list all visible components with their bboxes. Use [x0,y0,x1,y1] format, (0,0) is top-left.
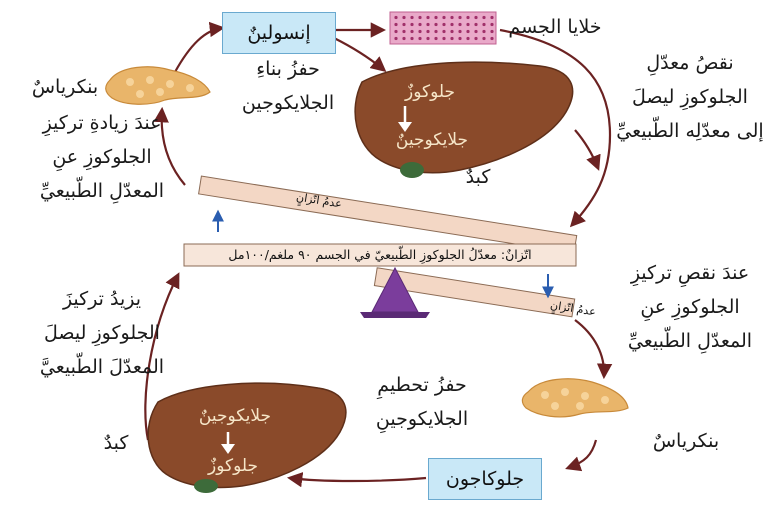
arrow-pancreas-to-glucagon [568,440,596,468]
decrease-condition-text: عندَ نقصِ تركيزِ الجلوكوزِ عنِ المعدّلِ … [600,256,780,358]
glucagon-box: جلوكاجون [428,458,542,500]
decrease-effect-line-2: الجلوكوزِ ليصلَ [600,80,780,114]
decrease-effect-line-3: إلى معدّلِه الطّبيعيِّ [600,114,780,148]
liver-top-caption: كبدٌ [448,160,508,194]
pancreas-top-image [106,67,210,104]
liver-top-line-1: جلوكوزٌ [380,82,480,102]
liver-bottom-image [148,383,346,493]
decrease-condition-line-2: الجلوكوزِ عنِ [600,290,780,324]
glycogen-break-line-2: الجلايكوجينِ [352,402,492,436]
arrow-liver-to-right [575,130,598,168]
increase-condition-line-1: عندَ زيادةِ تركيزِ [12,106,192,140]
increase-effect-line-3: المعدّلَ الطّبيعيَّ [12,350,192,384]
insulin-label: إنسولينٌ [247,22,310,44]
liver-bottom-caption: كبدٌ [86,426,146,460]
arrow-pancreas-to-insulin [175,28,222,72]
increase-effect-line-1: يزيدُ تركيزَ [12,282,192,316]
arrow-glucagon-to-liver [290,478,426,481]
glycogen-break-line-1: حفزُ تحطيمِ [352,368,492,402]
decrease-effect-text: نقصُ معدّلِ الجلوكوزِ ليصلَ إلى معدّلِه … [600,46,780,148]
balance-label: اتّزانٌ: معدّلُ الجلوكوزِ الطّبيعيّ في ا… [186,246,574,264]
increase-condition-text: عندَ زيادةِ تركيزِ الجلوكوزِ عنِ المعدّل… [12,106,192,208]
pancreas-top-label: بنكرياسٌ [20,70,110,104]
decrease-condition-line-1: عندَ نقصِ تركيزِ [600,256,780,290]
decrease-effect-line-1: نقصُ معدّلِ [600,46,780,80]
increase-effect-line-2: الجلوكوزِ ليصلَ [12,316,192,350]
decrease-condition-line-3: المعدّلِ الطّبيعيِّ [600,324,780,358]
glucagon-label: جلوكاجون [446,468,524,490]
insulin-box: إنسولينٌ [222,12,336,54]
glycogen-break-text: حفزُ تحطيمِ الجلايكوجينِ [352,368,492,436]
increase-effect-text: يزيدُ تركيزَ الجلوكوزِ ليصلَ المعدّلَ ال… [12,282,192,384]
liver-bottom-line-1: جلايكوجينٌ [180,406,290,426]
increase-condition-line-3: المعدّلِ الطّبيعيِّ [12,174,192,208]
glycogen-build-text: حفزُ بناءِ الجلايكوجين [218,52,358,120]
pancreas-bottom-label: بنكرياسٌ [636,424,736,458]
pancreas-bottom-image [522,379,628,417]
body-cells-image [390,12,496,44]
increase-condition-line-2: الجلوكوزِ عنِ [12,140,192,174]
liver-bottom-line-2: جلوكوزٌ [188,456,278,476]
glycogen-build-line-2: الجلايكوجين [218,86,358,120]
body-cells-label: خلايا الجسم [500,10,610,44]
liver-top-line-2: جلايكوجينٌ [372,130,492,150]
glycogen-build-line-1: حفزُ بناءِ [218,52,358,86]
